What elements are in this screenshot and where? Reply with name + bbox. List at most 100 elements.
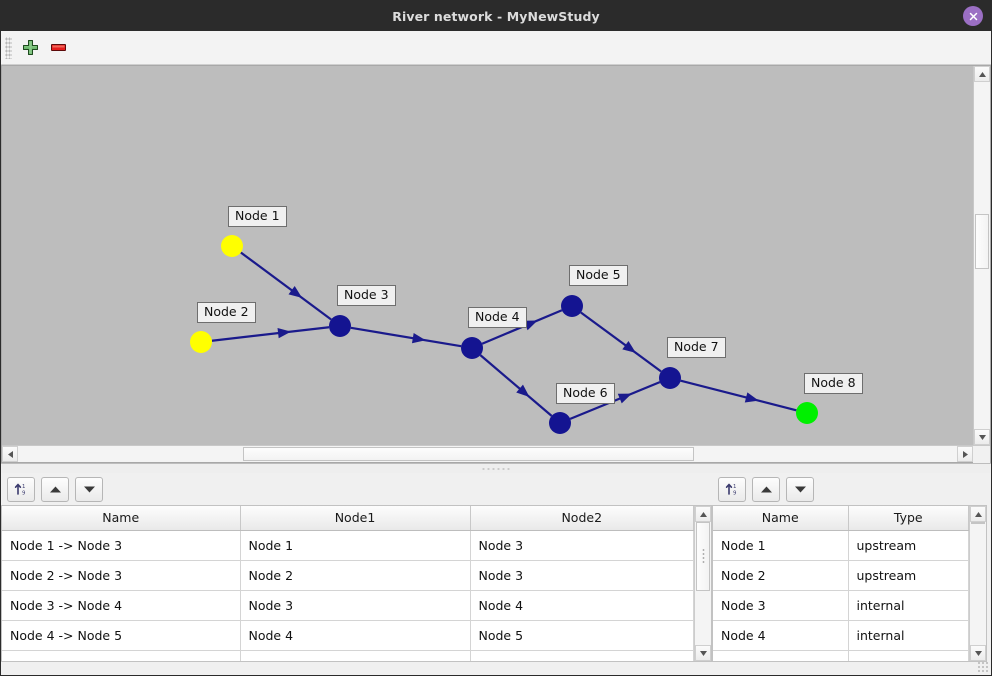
table-cell[interactable]: internal — [848, 620, 969, 651]
node-label-node-8[interactable]: Node 8 — [804, 373, 863, 394]
table-cell[interactable]: Node 2 — [713, 560, 849, 591]
nodes-column-header[interactable]: Name — [713, 506, 849, 531]
branches-column-header[interactable]: Name — [2, 506, 241, 531]
branches-scroll-up-button[interactable] — [695, 506, 711, 522]
nodes-vertical-scrollbar[interactable] — [969, 506, 986, 661]
table-cell[interactable]: Node 2 — [240, 560, 471, 591]
edge-Node2-to-Node3[interactable] — [211, 326, 330, 342]
panel-splitter[interactable] — [1, 463, 991, 473]
edge-arrow-icon — [622, 341, 636, 353]
table-row-empty[interactable] — [713, 650, 969, 661]
table-cell[interactable]: Node 4 — [240, 620, 471, 651]
graph-node-node-8[interactable] — [796, 402, 818, 424]
network-diagram-canvas[interactable]: Node 1 Node 2 Node 3 Node 4 Node 5 Node 6 Node… — [2, 66, 973, 445]
scroll-left-button[interactable] — [2, 446, 18, 462]
branches-column-header[interactable]: Node2 — [470, 506, 694, 531]
nodes-column-header[interactable]: Type — [848, 506, 969, 531]
edge-Node7-to-Node8[interactable] — [680, 379, 797, 412]
branches-vertical-scrollbar[interactable] — [694, 506, 711, 661]
table-cell[interactable]: Node 3 — [470, 560, 694, 591]
branches-vscroll-thumb[interactable] — [696, 522, 710, 591]
edge-Node6-to-Node7[interactable] — [569, 381, 661, 420]
table-cell[interactable]: Node 1 -> Node 3 — [2, 530, 241, 561]
edge-Node5-to-Node7[interactable] — [580, 311, 662, 373]
edge-Node1-to-Node3[interactable] — [240, 251, 332, 321]
close-icon[interactable] — [963, 6, 983, 26]
nodes-sort-button[interactable]: 1 9 — [718, 476, 746, 502]
nodes-vscroll-thumb[interactable] — [971, 522, 985, 524]
scroll-up-button[interactable] — [974, 66, 990, 82]
table-cell[interactable]: Node 3 -> Node 4 — [2, 590, 241, 621]
table-cell[interactable]: Node 3 — [713, 590, 849, 621]
table-cell[interactable]: Node 1 — [240, 530, 471, 561]
branches-scroll-down-button[interactable] — [695, 645, 711, 661]
branches-vscroll-track[interactable] — [695, 522, 711, 645]
node-label-node-4[interactable]: Node 4 — [468, 307, 527, 328]
add-node-button[interactable] — [16, 34, 44, 62]
graph-node-node-4[interactable] — [461, 337, 483, 359]
canvas-hscroll-track[interactable] — [18, 446, 957, 462]
branches-move-up-button[interactable] — [41, 476, 69, 502]
node-label-node-2[interactable]: Node 2 — [197, 302, 256, 323]
table-cell[interactable]: Node 4 -> Node 5 — [2, 620, 241, 651]
table-cell[interactable]: Node 3 — [470, 530, 694, 561]
table-cell[interactable]: Node 1 — [713, 530, 849, 561]
branches-column-header[interactable]: Node1 — [240, 506, 471, 531]
scroll-down-button[interactable] — [974, 429, 990, 445]
graph-node-node-5[interactable] — [561, 295, 583, 317]
table-cell[interactable]: upstream — [848, 560, 969, 591]
scroll-right-button[interactable] — [957, 446, 973, 462]
graph-node-node-2[interactable] — [190, 331, 212, 353]
nodes-scroll-down-button[interactable] — [970, 645, 986, 661]
branches-move-down-button[interactable] — [75, 476, 103, 502]
edge-Node4-to-Node6[interactable] — [479, 354, 553, 417]
remove-node-button[interactable] — [44, 34, 72, 62]
nodes-move-up-button[interactable] — [752, 476, 780, 502]
table-cell[interactable]: internal — [848, 590, 969, 621]
table-cell[interactable]: Node 5 — [470, 620, 694, 651]
table-cell[interactable]: Node 4 — [713, 620, 849, 651]
window-resize-grip[interactable] — [977, 661, 989, 673]
table-cell[interactable]: Node 2 -> Node 3 — [2, 560, 241, 591]
nodes-move-down-button[interactable] — [786, 476, 814, 502]
graph-node-node-1[interactable] — [221, 235, 243, 257]
node-label-node-1[interactable]: Node 1 — [228, 206, 287, 227]
canvas-vscroll-track[interactable] — [974, 82, 990, 429]
toolbar-drag-handle[interactable] — [5, 36, 12, 59]
edge-Node3-to-Node4[interactable] — [350, 326, 462, 348]
graph-node-node-7[interactable] — [659, 367, 681, 389]
canvas-vertical-scrollbar[interactable] — [973, 66, 990, 445]
branches-sort-button[interactable]: 1 9 — [7, 476, 35, 502]
node-label-node-6[interactable]: Node 6 — [556, 383, 615, 404]
table-cell[interactable]: Node 4 — [470, 590, 694, 621]
canvas-vscroll-thumb[interactable] — [975, 213, 989, 270]
node-label-node-5[interactable]: Node 5 — [569, 265, 628, 286]
graph-node-node-6[interactable] — [549, 412, 571, 434]
node-label-node-7[interactable]: Node 7 — [667, 337, 726, 358]
scrollbar-grip-icon — [701, 548, 705, 565]
node-label-node-3[interactable]: Node 3 — [337, 285, 396, 306]
svg-text:1: 1 — [22, 484, 25, 490]
canvas-horizontal-scrollbar[interactable] — [2, 445, 990, 463]
table-cell[interactable]: upstream — [848, 530, 969, 561]
canvas-hscroll-thumb[interactable] — [243, 447, 695, 461]
branches-toolbar: 1 9 — [1, 473, 712, 505]
nodes-scroll-up-button[interactable] — [970, 506, 986, 522]
table-row-empty[interactable] — [2, 650, 694, 661]
table-cell[interactable]: Node 3 — [240, 590, 471, 621]
nodes-vscroll-track[interactable] — [970, 522, 986, 645]
graph-node-node-3[interactable] — [329, 315, 351, 337]
